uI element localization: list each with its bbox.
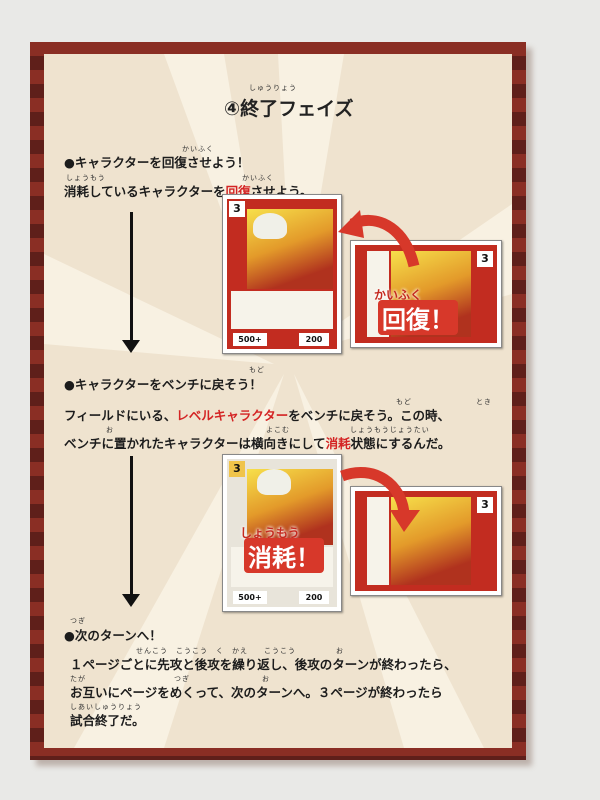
section3-text-2: お互いにページをめくって、次のターンへ。３ページが終わったら — [70, 685, 443, 700]
card-level: 3 — [477, 251, 493, 267]
recover-stamp: 回復！ — [378, 300, 458, 335]
card-character-hair — [257, 469, 291, 495]
arrow-head-icon — [122, 340, 140, 353]
ruby-text: しょうもうじょうたい — [350, 426, 430, 434]
card-sp: 200 — [299, 333, 329, 346]
card-bp: 500+ — [233, 333, 267, 346]
section3-text-1: １ページごとに先攻と後攻を繰り返し、後攻のターンが終わったら、 — [70, 657, 457, 672]
card-level: 3 — [477, 497, 493, 513]
ruby-text: お — [106, 426, 114, 434]
section3-heading: ●次のターンへ！ — [64, 628, 162, 643]
curved-arrow-icon — [340, 466, 420, 532]
section2-heading: ●キャラクターをベンチに戻そう！ — [64, 377, 262, 392]
card-upright: 3 500+ 200 — [222, 194, 342, 354]
card-level: 3 — [229, 461, 245, 477]
title-ruby: しゅうりょう — [249, 84, 297, 92]
flow-arrow-1 — [130, 212, 133, 342]
ruby-text: しょうもう — [66, 174, 106, 182]
ruby-text: とき — [476, 398, 492, 406]
section3-text-3: 試合終了だ。 — [70, 713, 145, 728]
stamp-ruby: かいふく — [374, 288, 423, 302]
text-span: フィールドにいる、 — [64, 408, 177, 423]
card-textbox — [231, 291, 333, 329]
ruby-text: つぎ — [70, 617, 86, 625]
page-title: ④終了フェイズ — [224, 98, 354, 120]
ruby-text: たが つぎ お — [70, 675, 270, 683]
curved-arrow-icon — [338, 210, 420, 268]
ruby-text: せんこう こうこう く かえ こうこう お — [136, 647, 344, 655]
card-character-hair — [253, 213, 287, 239]
highlight-text: レベルキャラクター — [176, 408, 289, 423]
text-span: をベンチに戻そう。この時、 — [288, 408, 451, 423]
ruby-text: よこむ — [266, 426, 290, 434]
exhaust-stamp: 消耗！ — [244, 538, 324, 573]
card-sideways: 3 — [350, 240, 502, 348]
rule-booklet-page: しゅうりょう ④終了フェイズ かいふく ●キャラクターを回復させよう！ しょうも… — [30, 42, 526, 760]
ruby-text: しあいしゅうりょう — [70, 703, 142, 711]
content-panel: しゅうりょう ④終了フェイズ かいふく ●キャラクターを回復させよう！ しょうも… — [44, 54, 512, 748]
card-textbox — [367, 497, 389, 585]
card-level: 3 — [229, 201, 245, 217]
section1-heading: ●キャラクターを回復させよう！ — [64, 155, 250, 170]
section2-text-1: フィールドにいる、レベルキャラクターをベンチに戻そう。この時、 — [64, 405, 450, 424]
ruby-text: かいふく — [242, 174, 274, 182]
card-bp: 500+ — [233, 591, 267, 604]
flow-arrow-2 — [130, 456, 133, 596]
ruby-text: もど — [396, 398, 412, 406]
text-span: 消耗しているキャラクターを — [64, 184, 226, 199]
text-span: ベンチに置かれたキャラクターは横向きにして — [64, 436, 326, 451]
section2-text-2: ベンチに置かれたキャラクターは横向きにして消耗状態にするんだ。 — [64, 433, 450, 452]
card-upright: 3 500+ 200 — [222, 454, 342, 612]
highlight-text: 消耗 — [325, 436, 351, 451]
stamp-ruby: しょうもう — [240, 526, 300, 540]
card-sp: 200 — [299, 591, 329, 604]
card-sideways: 3 — [350, 486, 502, 596]
text-span: 状態にするんだ。 — [350, 436, 451, 451]
ruby-text: もど — [249, 366, 265, 374]
arrow-head-icon — [122, 594, 140, 607]
ruby-text: かいふく — [182, 145, 214, 153]
